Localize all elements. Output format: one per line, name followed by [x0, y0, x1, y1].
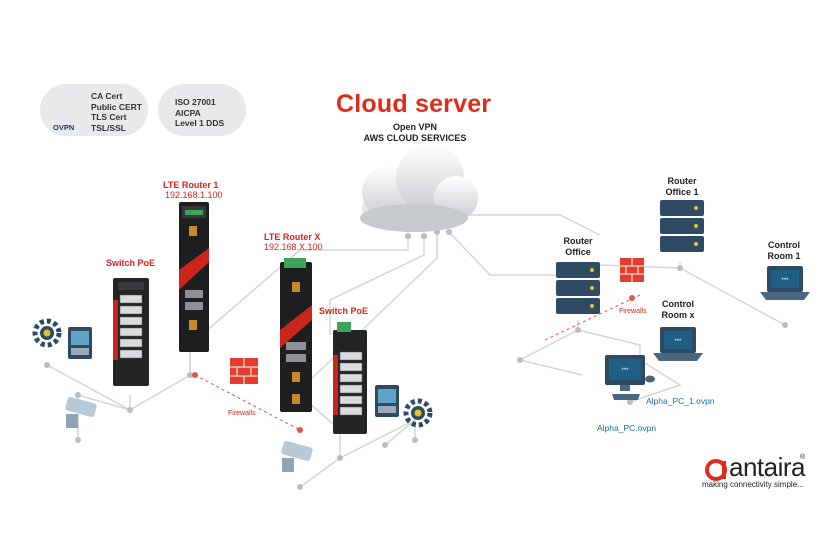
standards-panel [158, 84, 246, 136]
svg-text:***: *** [674, 339, 682, 345]
laptop-control-room-1-icon: *** [760, 266, 810, 300]
antaira-logo-icon [705, 459, 727, 481]
lte-router-1-icon [179, 202, 209, 352]
firewall-left-icon [230, 358, 258, 384]
router-office-1-label: Router Office 1 [665, 176, 699, 197]
lte-router-x-icon [280, 258, 312, 412]
desktop-pc-icon: *** [605, 355, 655, 400]
firewall-left-label: Firewalls [228, 410, 256, 417]
switch-poe-right-label: Switch PoE [319, 306, 369, 316]
cloud-subtitle-1: Open VPN [392, 122, 437, 132]
standards-list: ISO 27001 AICPA Level 1 DDS [175, 97, 225, 128]
lte-router-x-ip: 192.168.X.100 [264, 242, 323, 252]
cloud-title: Cloud server [336, 90, 492, 118]
security-camera-icon [65, 397, 97, 428]
brand-tagline: making connectivity simple... [702, 480, 804, 489]
ovpn-label: OVPN [53, 123, 75, 132]
router-office-server-icon [556, 262, 600, 314]
cloud-subtitle-2: AWS CLOUD SERVICES [363, 133, 467, 143]
control-room-1-label: Control Room 1 [767, 240, 801, 261]
switch-poe-left-label: Switch PoE [106, 258, 156, 268]
switch-poe-left-icon [113, 278, 149, 386]
svg-text:***: *** [621, 368, 629, 374]
gear-icon [403, 398, 433, 428]
router-office-label: Router Office [563, 236, 593, 257]
firewall-links [194, 294, 641, 431]
hmi-panel-icon [68, 327, 92, 359]
lte-router-1-ip: 192.168.1.100 [165, 190, 223, 200]
brand-registered: ® [800, 454, 806, 461]
security-camera-icon [281, 441, 313, 472]
brand-name: antaira [729, 452, 806, 482]
lte-router-1-label: LTE Router 1 [163, 180, 219, 190]
pc-label: Alpha_PC.ovpn [597, 423, 657, 433]
firewall-right-label: Firewalls [619, 308, 647, 315]
certificate-panel [40, 84, 148, 136]
laptop-control-room-x-icon: *** [653, 327, 703, 361]
cert-list: CA Cert Public CERT TLS Cert TSL/SSL [91, 91, 143, 133]
router-office-1-server-icon [660, 200, 704, 252]
control-room-x-label: Control Room x [661, 299, 695, 320]
cloud-icon [360, 144, 478, 232]
firewall-right-icon [620, 258, 644, 282]
gear-icon [32, 318, 62, 348]
lte-router-x-label: LTE Router X [264, 232, 321, 242]
svg-text:***: *** [781, 278, 789, 284]
pc-1-label: Alpha_PC_1.ovpn [646, 396, 715, 406]
hmi-panel-icon [375, 385, 399, 417]
switch-poe-right-icon [333, 322, 367, 434]
